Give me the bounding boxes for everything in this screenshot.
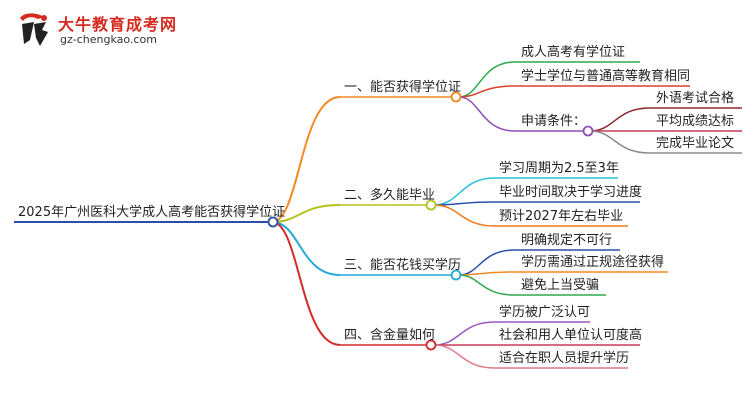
leaf-b2-c1[interactable]: 学习周期为2.5至3年	[499, 161, 619, 176]
leaf-b3-c3[interactable]: 避免上当受骗	[521, 278, 600, 293]
connector-b4-c1	[433, 321, 496, 346]
connector-root-b1	[271, 96, 341, 223]
connector-b2-c1	[433, 177, 496, 206]
leaf-b1-c3-g1[interactable]: 外语考试合格	[656, 91, 735, 106]
leaf-b1-c3-g2[interactable]: 平均成绩达标	[656, 114, 735, 129]
connector-root-b3	[271, 221, 341, 276]
branch-2-node-circle[interactable]	[425, 199, 437, 211]
branch-4-label[interactable]: 四、含金量如何	[344, 328, 436, 343]
connector-root-b2	[271, 204, 341, 223]
branch-2-label[interactable]: 二、多久能毕业	[344, 188, 436, 203]
leaf-b1-c2[interactable]: 学士学位与普通高等教育相同	[521, 69, 691, 84]
logo-title: 大牛教育成考网	[58, 15, 178, 34]
branch-1-label[interactable]: 一、能否获得学位证	[344, 80, 462, 95]
root-topic[interactable]: 2025年广州医科大学成人高考能否获得学位证	[18, 205, 286, 220]
leaf-b1-c3-g3[interactable]: 完成毕业论文	[656, 136, 735, 151]
leaf-b3-c1[interactable]: 明确规定不可行	[521, 233, 613, 248]
branch-4-node-circle[interactable]	[425, 339, 437, 351]
connector-root-b4	[271, 221, 341, 346]
branch-1-node-circle[interactable]	[450, 91, 462, 103]
connector-b2-c3	[433, 204, 496, 227]
sub-node-circle[interactable]	[582, 125, 594, 137]
site-logo[interactable]: 大牛教育成考网 gz-chengkao.com	[14, 10, 214, 50]
connector-b1-c3-g1	[589, 107, 651, 132]
connector-b1-c2	[458, 85, 516, 98]
leaf-b2-c2[interactable]: 毕业时间取决于学习进度	[499, 185, 643, 200]
leaf-b4-c1[interactable]: 学历被广泛认可	[499, 305, 591, 320]
connector-b1-c3-g3	[589, 130, 651, 154]
root-node-circle[interactable]	[267, 216, 279, 228]
leaf-b4-c3[interactable]: 适合在职人员提升学历	[499, 351, 630, 366]
bull-logo-icon	[20, 13, 48, 46]
leaf-b2-c3[interactable]: 预计2027年左右毕业	[499, 209, 624, 224]
connector-b3-c1	[458, 249, 516, 276]
leaf-b1-c1[interactable]: 成人高考有学位证	[521, 45, 626, 60]
branch-3-node-circle[interactable]	[450, 269, 462, 281]
connector-b4-c3	[433, 344, 496, 369]
connector-b3-c3	[458, 274, 516, 296]
leaf-b1-c3[interactable]: 申请条件：	[521, 114, 587, 129]
logo-url: gz-chengkao.com	[60, 33, 157, 46]
leaf-b4-c2[interactable]: 社会和用人单位认可度高	[499, 328, 643, 343]
leaf-b3-c2[interactable]: 学历需通过正规途径获得	[521, 255, 665, 270]
connector-b1-c1	[458, 61, 516, 98]
connector-b1-c3	[458, 96, 516, 132]
branch-3-label[interactable]: 三、能否花钱买学历	[344, 258, 462, 273]
